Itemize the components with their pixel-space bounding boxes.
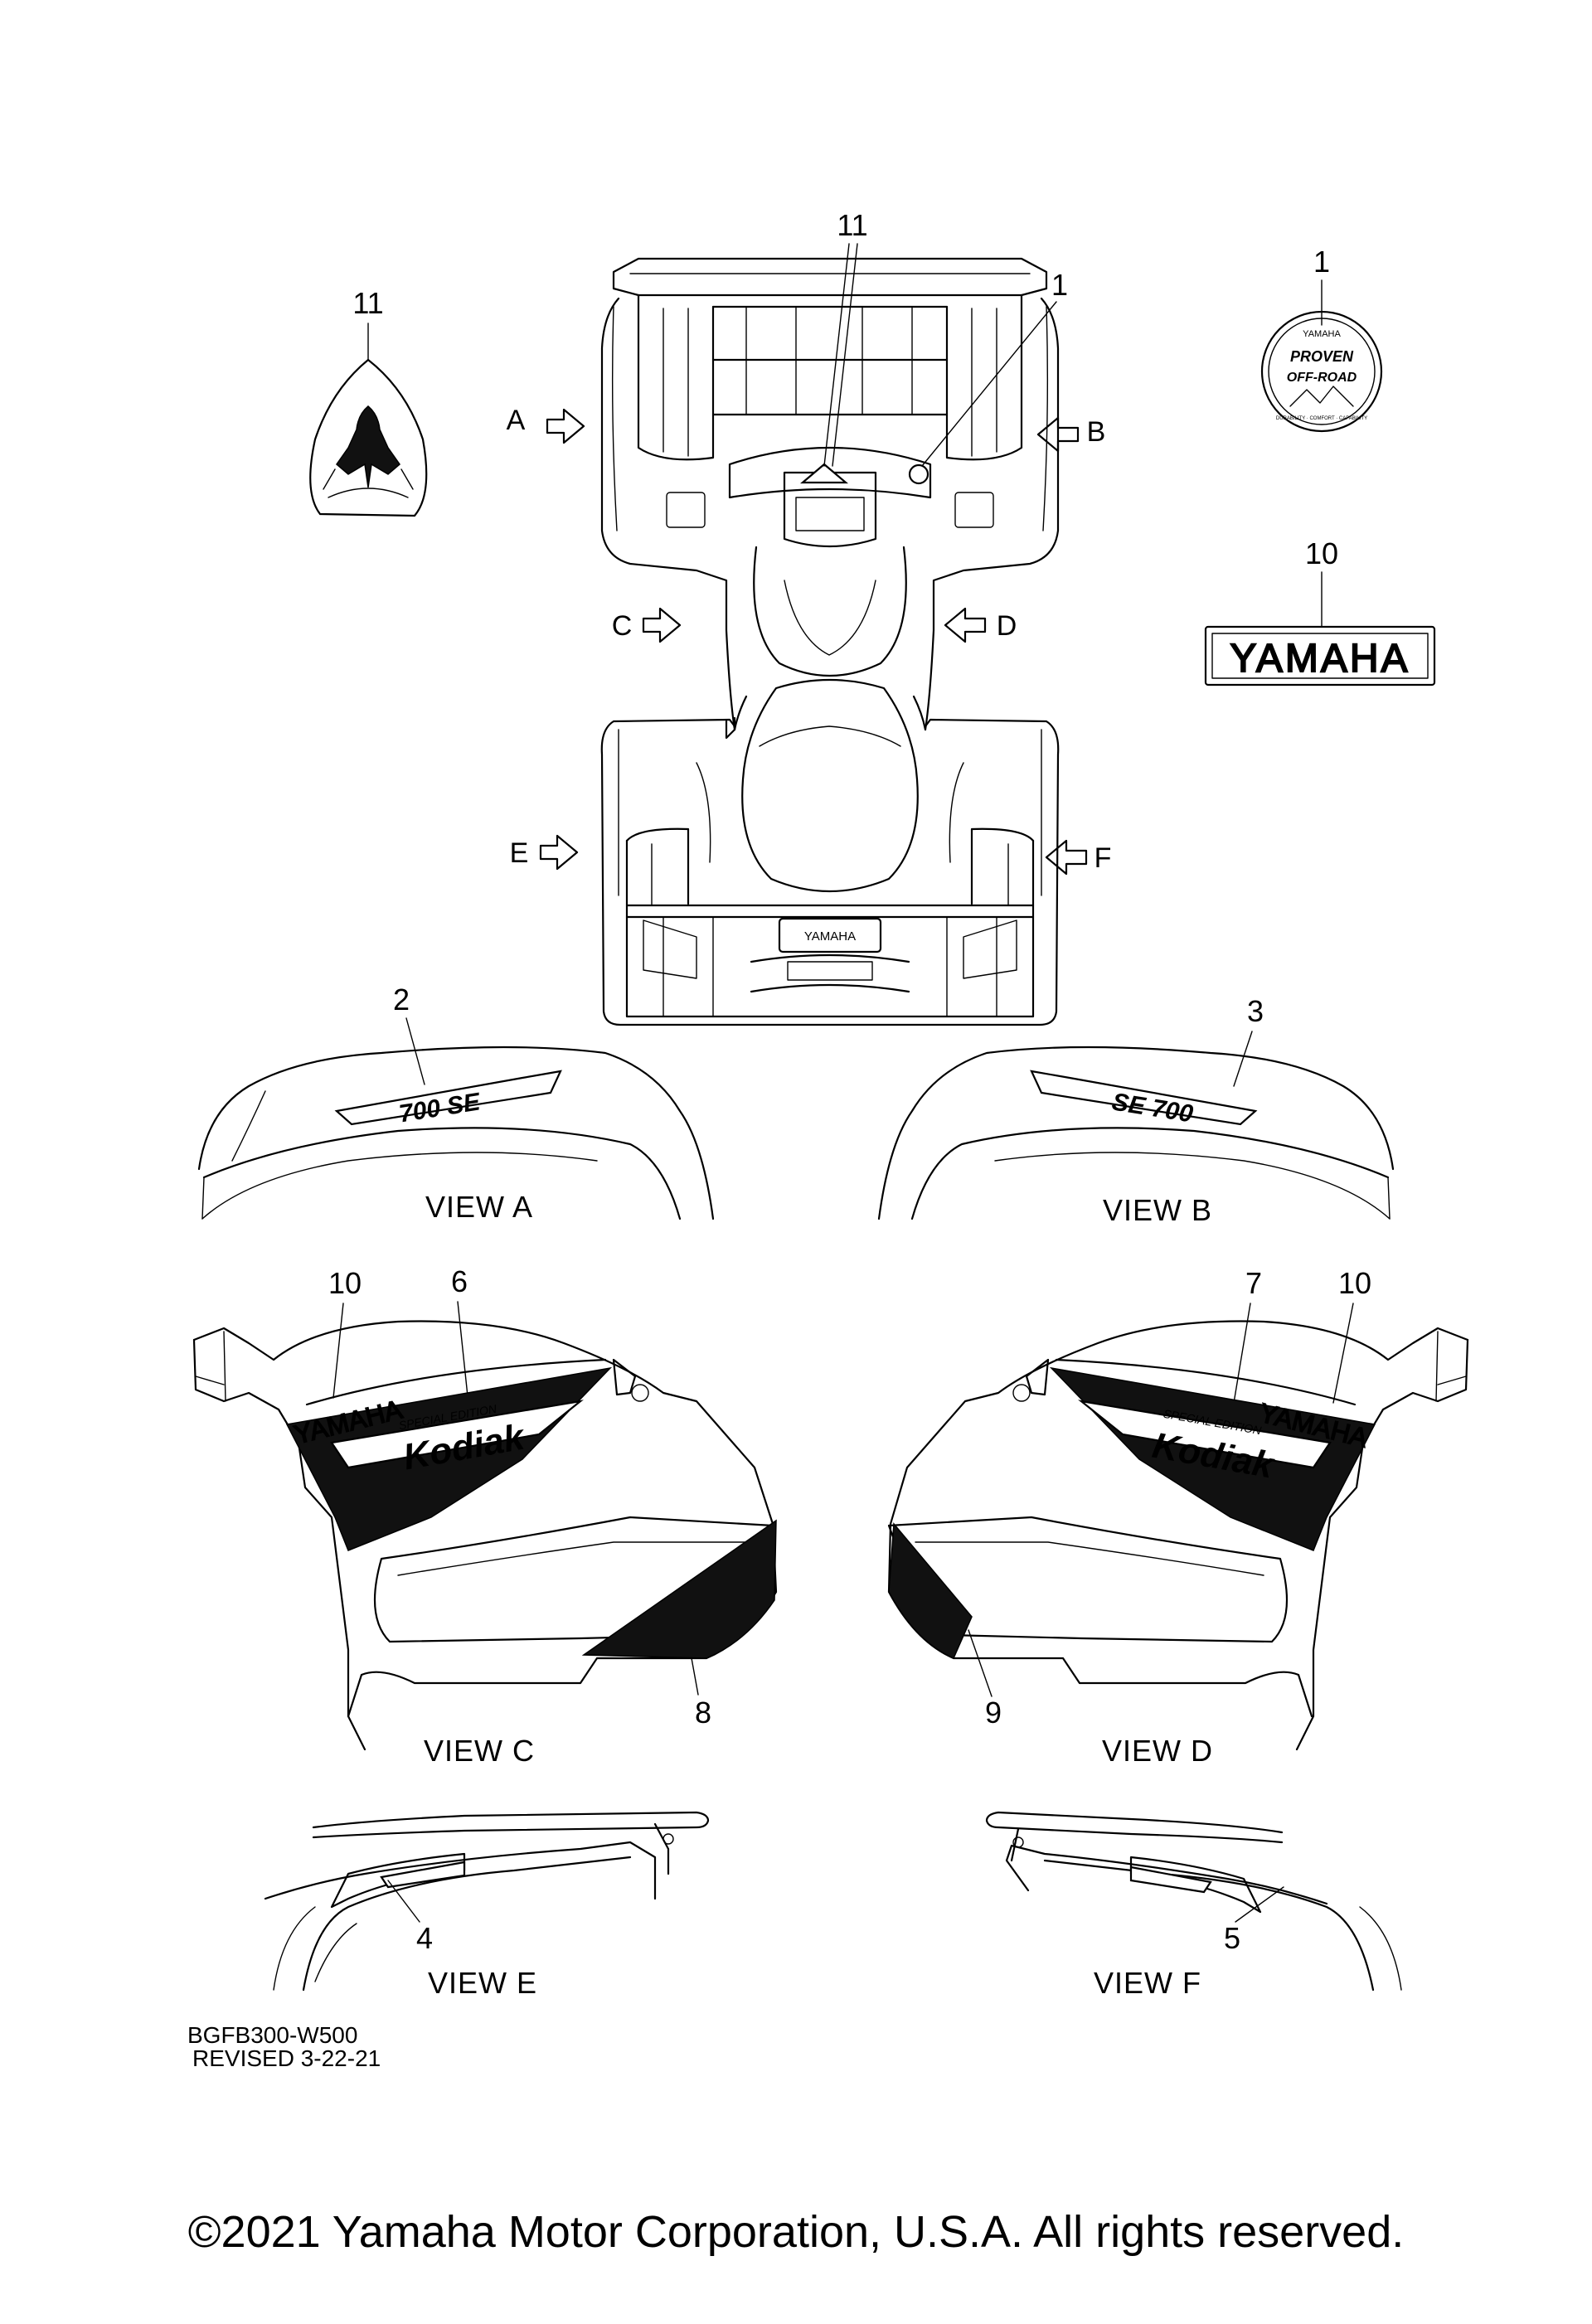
callout-1-right: 1	[1313, 245, 1330, 279]
view-arrow-d: D	[944, 607, 1017, 643]
atv-top-view: YAMAHA	[600, 257, 1060, 1026]
view-e-label: VIEW E	[428, 1966, 537, 2000]
callout-5: 5	[1224, 1921, 1240, 1955]
left-arrow-icon	[1036, 416, 1080, 453]
view-arrow-d-letter: D	[997, 610, 1017, 642]
callout-3: 3	[1247, 994, 1264, 1028]
view-arrow-e: E	[510, 834, 579, 871]
yamaha-emblem-text: YAMAHA	[1230, 637, 1410, 681]
callout-2: 2	[393, 982, 410, 1016]
model-view-b-text: SE 700	[1110, 1088, 1196, 1128]
view-c-label: VIEW C	[424, 1734, 535, 1768]
callout-9: 9	[985, 1696, 1002, 1730]
view-arrow-a-letter: A	[507, 405, 526, 436]
copyright-notice: ©2021 Yamaha Motor Corporation, U.S.A. A…	[188, 2207, 1405, 2257]
right-arrow-icon	[642, 607, 682, 643]
view-e-detail: 4 VIEW E	[264, 1811, 710, 2000]
view-arrow-e-letter: E	[510, 837, 529, 869]
callout-10-d: 10	[1338, 1266, 1371, 1300]
view-c-detail: 10 6 Kodiak SPECIAL EDITION YAMAHA 8 VIE…	[192, 1264, 778, 1768]
view-a-detail: 2 700 SE VIEW A	[197, 982, 715, 1224]
callout-11-top: 11	[837, 208, 867, 242]
left-arrow-icon	[944, 607, 987, 643]
view-b-label: VIEW B	[1103, 1193, 1212, 1227]
view-d-detail: 7 10 Kodiak SPECIAL EDITION YAMAHA 9 VIE…	[887, 1266, 1469, 1768]
callout-4: 4	[416, 1921, 433, 1955]
view-arrow-b-letter: B	[1087, 416, 1106, 448]
right-arrow-icon	[546, 408, 585, 444]
badge-bottom-text: DURABILITY · COMFORT · CAPABILITY	[1276, 416, 1367, 421]
decal-1-badge: 1 YAMAHA PROVEN OFF-ROAD DURABILITY · CO…	[1260, 245, 1383, 433]
left-arrow-icon	[1045, 839, 1088, 876]
view-arrow-f-letter: F	[1094, 842, 1112, 874]
callout-10-c: 10	[328, 1266, 362, 1300]
view-f-label: VIEW F	[1094, 1966, 1201, 2000]
badge-top-text: YAMAHA	[1303, 329, 1341, 339]
callout-6: 6	[451, 1264, 468, 1298]
view-arrow-f: F	[1045, 839, 1112, 876]
view-f-detail: 5 VIEW F	[985, 1811, 1402, 2000]
callout-7: 7	[1245, 1266, 1262, 1300]
right-arrow-icon	[539, 834, 579, 871]
reference-code: BGFB300-W500	[187, 2022, 357, 2048]
callout-10-right: 10	[1305, 536, 1338, 570]
view-a-label: VIEW A	[425, 1190, 533, 1224]
view-d-label: VIEW D	[1102, 1734, 1213, 1768]
decal-10-yamaha: 10 YAMAHA	[1204, 536, 1436, 687]
view-arrow-c: C	[612, 607, 682, 643]
badge-line2-text: OFF-ROAD	[1287, 371, 1357, 385]
callout-11-left: 11	[352, 286, 383, 320]
model-view-a-text: 700 SE	[397, 1088, 483, 1128]
view-arrow-b: B	[1036, 416, 1106, 453]
reference-revised: REVISED 3-22-21	[192, 2045, 381, 2071]
decal-11-emblem: 11	[309, 286, 428, 517]
callout-8: 8	[695, 1696, 711, 1730]
view-arrow-c-letter: C	[612, 610, 633, 642]
view-arrow-a: A	[507, 405, 585, 444]
rack-plate-text: YAMAHA	[804, 929, 856, 944]
badge-line1-text: PROVEN	[1290, 348, 1354, 365]
callout-1-top: 1	[1051, 268, 1068, 302]
view-b-detail: 3 SE 700 VIEW B	[877, 994, 1395, 1227]
